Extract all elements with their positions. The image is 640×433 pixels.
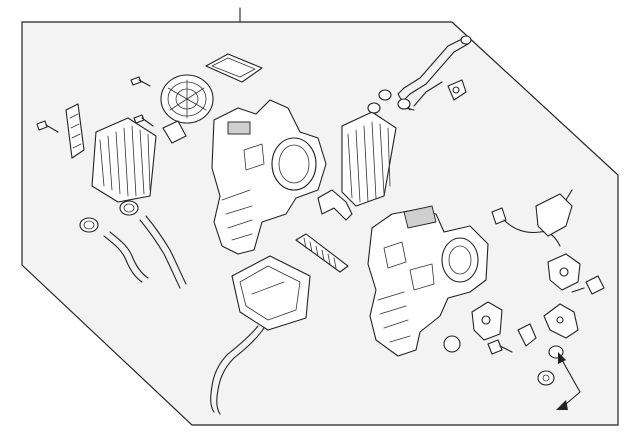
lower-drain-pan — [231, 255, 311, 331]
blower-screws — [130, 76, 154, 127]
case-clip — [317, 189, 353, 221]
diagram-panel — [21, 21, 619, 426]
filter-frame — [205, 53, 263, 83]
callout-arrows — [556, 352, 581, 410]
hose-clamps — [79, 200, 139, 233]
mode-actuator — [547, 253, 581, 291]
evaporator-core — [295, 233, 349, 273]
blower-motor — [160, 74, 214, 144]
blend-actuator — [471, 301, 513, 355]
sensor — [443, 323, 537, 353]
heater-hoses — [103, 215, 187, 289]
heater-core-screw — [36, 120, 59, 133]
pipe-bracket — [447, 79, 467, 101]
heater-core-bracket — [65, 103, 85, 159]
main-hvac-case — [367, 205, 489, 357]
upper-case-half — [211, 99, 327, 255]
heater-core — [91, 117, 157, 203]
drain-tube — [210, 325, 265, 415]
mounting-bracket — [543, 303, 579, 339]
small-o-rings — [367, 89, 411, 114]
actuator-bolt — [571, 275, 605, 295]
wiring-harness — [491, 189, 573, 247]
